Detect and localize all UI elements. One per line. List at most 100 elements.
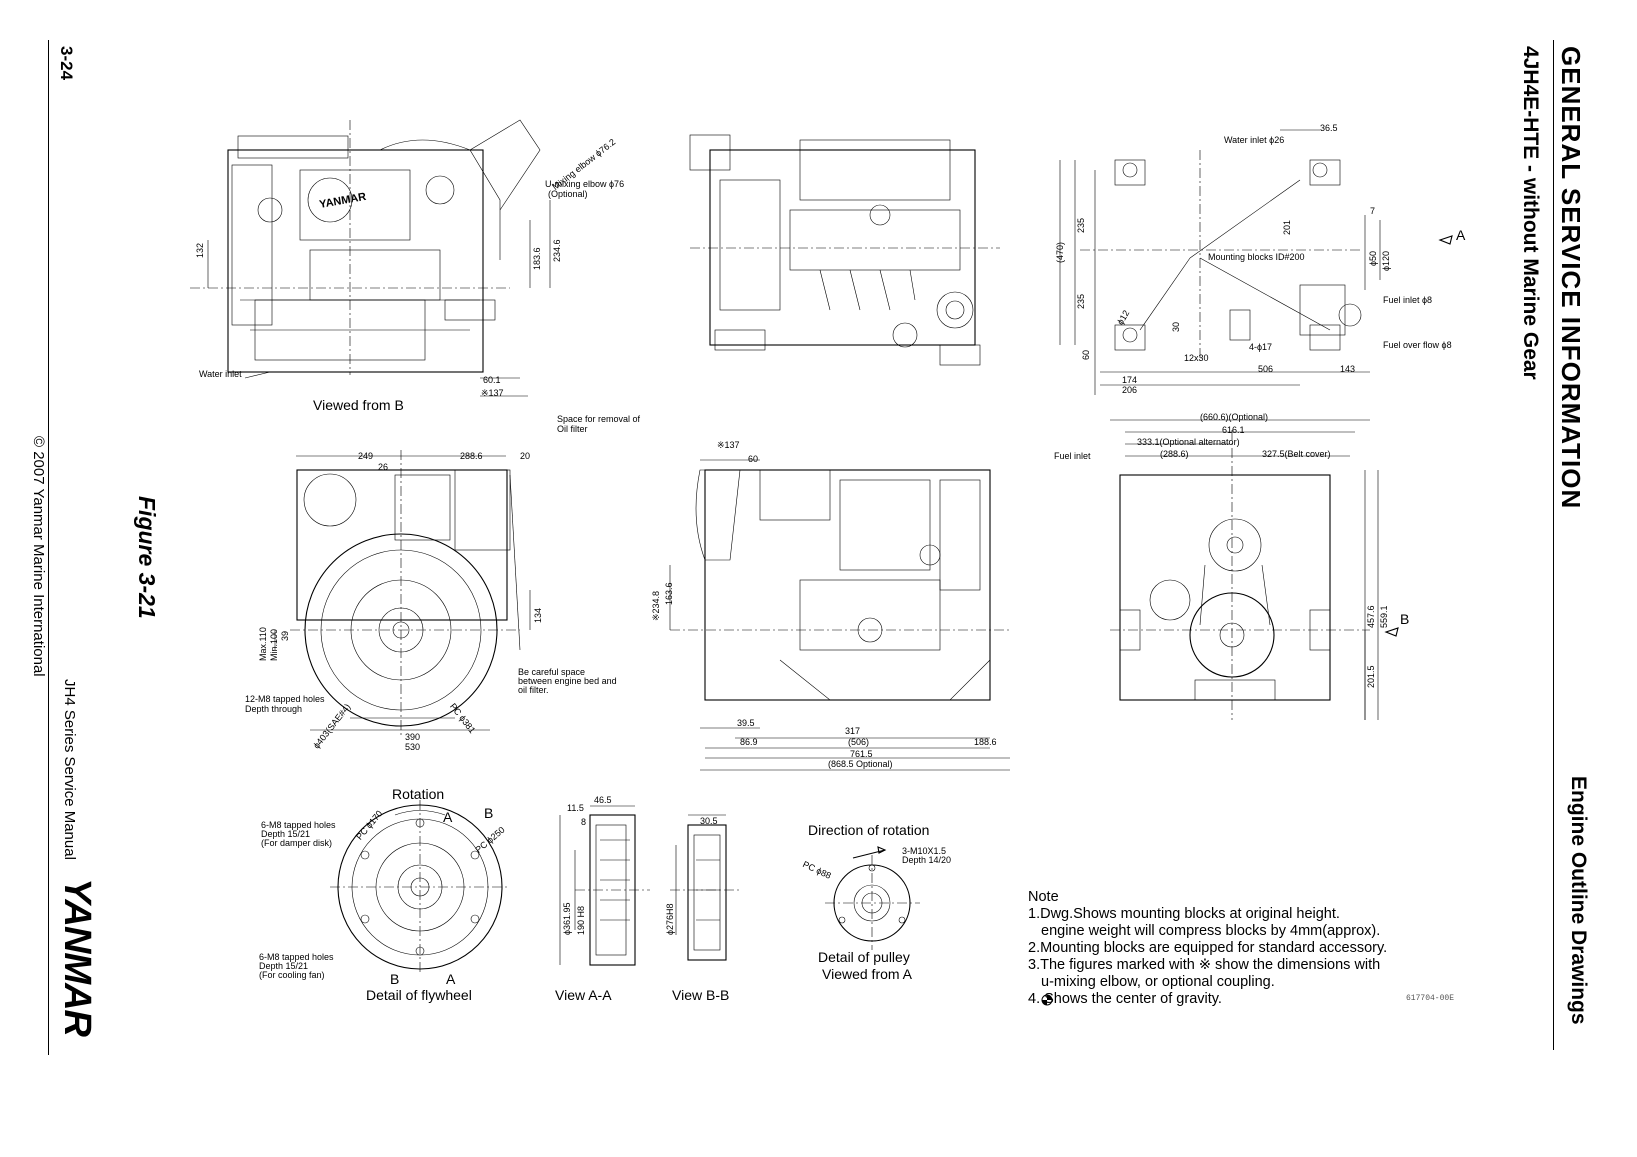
dim-36-5: 36.5 — [1320, 123, 1338, 133]
mark-b-flywheel-bottom: B — [390, 971, 400, 987]
caption-view-aa: View A-A — [555, 987, 612, 1003]
dim-559-1: 559.1 — [1379, 605, 1389, 628]
dim-317: 317 — [845, 726, 861, 736]
mark-a-flywheel-bottom: A — [446, 971, 456, 987]
dim-60: 60 — [748, 454, 759, 464]
pulley-detail-drawing — [825, 846, 920, 950]
label-direction-rotation: Direction of rotation — [808, 822, 930, 838]
view-aa-drawing — [559, 805, 650, 966]
dim-206: 206 — [1122, 385, 1138, 395]
dim-288-6p: (288.6) — [1160, 449, 1189, 459]
label-careful-2: between engine bed and — [518, 676, 617, 686]
flywheel-end-view-drawing — [274, 450, 531, 735]
notes-heading: Note — [1028, 889, 1059, 905]
center-side-view-drawing — [669, 459, 1010, 771]
mounting-layout-drawing — [1059, 129, 1453, 395]
dim-phi276: ϕ276H8 — [665, 903, 675, 935]
caption-detail-flywheel: Detail of flywheel — [366, 987, 472, 1003]
label-careful-3: oil filter. — [518, 685, 549, 695]
dim-235a: 235 — [1076, 217, 1086, 233]
dim-132: 132 — [195, 242, 205, 258]
label-water-inlet-top: Water inlet ϕ26 — [1224, 135, 1285, 145]
dim-201: 201 — [1282, 219, 1292, 235]
label-max-110: Max.110 — [258, 627, 268, 661]
dim-26: 26 — [378, 462, 389, 472]
dim-86-9: 86.9 — [740, 737, 758, 747]
caption-viewed-from-b: Viewed from B — [313, 397, 404, 413]
dim-11-5: 11.5 — [567, 803, 584, 813]
label-space-removal-2: Oil filter — [557, 424, 588, 434]
center-of-gravity-icon — [1041, 994, 1053, 1006]
dim-190-h8: 190 H8 — [576, 905, 586, 935]
dim-39-5: 39.5 — [737, 718, 755, 728]
note-3b: u-mixing elbow, or optional coupling. — [1041, 974, 1275, 990]
label-fuel-inlet-8: Fuel inlet ϕ8 — [1383, 295, 1433, 305]
mark-a-flywheel-top: A — [443, 809, 453, 825]
dim-143: 143 — [1340, 364, 1356, 374]
label-m8-holes-2: Depth through — [245, 704, 303, 714]
dim-288-6: 288.6 — [460, 451, 483, 461]
caption-detail-pulley: Detail of pulley — [818, 949, 910, 965]
svg-text:YANMAR: YANMAR — [318, 191, 367, 211]
note-2: 2.Mounting blocks are equipped for stand… — [1028, 940, 1388, 956]
dim-60c: 60 — [1081, 349, 1091, 360]
dim-137: ※137 — [481, 388, 504, 398]
dim-8: 8 — [581, 817, 587, 827]
label-m8-holes-1: 12-M8 tapped holes — [245, 694, 325, 704]
dim-234-6: 234.6 — [552, 239, 562, 262]
dim-506-paren: (506) — [848, 737, 870, 747]
label-optional-alternator: 333.1(Optional alternator) — [1137, 437, 1240, 447]
dim-616-1: 616.1 — [1222, 425, 1245, 435]
note-1b: engine weight will compress blocks by 4m… — [1041, 923, 1381, 939]
top-view-drawing — [689, 134, 1000, 366]
notes-block: Note 1.Dwg.Shows mounting blocks at orig… — [1028, 889, 1387, 1008]
dim-20: 20 — [520, 451, 531, 461]
mark-b: B — [1400, 611, 1410, 627]
note-3a: 3.The figures marked with ※ show the dim… — [1028, 957, 1381, 973]
front-end-view-drawing — [1110, 419, 1399, 720]
caption-view-bb: View B-B — [672, 987, 730, 1003]
dim-163-6: 163.6 — [664, 582, 674, 605]
label-fan-2: Depth 15/21 — [259, 961, 309, 971]
mark-b-flywheel-top: B — [484, 805, 494, 821]
dim-phi120: ϕ120 — [1381, 250, 1391, 271]
label-fuel-inlet: Fuel inlet — [1054, 451, 1091, 461]
caption-viewed-from-a: Viewed from A — [822, 966, 913, 982]
note-1a: 1.Dwg.Shows mounting blocks at original … — [1028, 906, 1340, 922]
label-rotation: Rotation — [392, 786, 445, 802]
dim-60-1: 60.1 — [483, 375, 501, 385]
label-damper-1: 6-M8 tapped holes — [261, 820, 336, 830]
view-from-b-drawing: YANMAR — [190, 119, 551, 397]
label-fan-3: (For cooling fan) — [259, 970, 325, 980]
label-careful-1: Be careful space — [518, 667, 586, 677]
label-fan-1: 6-M8 tapped holes — [259, 952, 334, 962]
dim-201-5: 201.5 — [1366, 665, 1376, 688]
dim-134: 134 — [533, 607, 543, 623]
dim-188-6: 188.6 — [974, 737, 997, 747]
dim-470: (470) — [1055, 241, 1065, 263]
dim-30-5: 30.5 — [700, 816, 718, 826]
dim-30: 30 — [1171, 321, 1181, 332]
footer-rule — [48, 40, 49, 1055]
label-fuel-overflow: Fuel over flow ϕ8 — [1383, 340, 1452, 350]
dim-46-5: 46.5 — [594, 795, 612, 805]
dim-761-5: 761.5 — [850, 749, 873, 759]
label-damper-2: Depth 15/21 — [261, 829, 311, 839]
dim-39: 39 — [280, 630, 290, 641]
dim-235b: 235 — [1076, 293, 1086, 309]
dim-137b: ※137 — [717, 440, 740, 450]
mark-a: A — [1456, 227, 1466, 243]
label-m10-2: Depth 14/20 — [902, 855, 952, 865]
dim-457-6: 457.6 — [1366, 605, 1376, 628]
label-holes-17: 4-ϕ17 — [1249, 342, 1273, 352]
note-4: 4. Shows the center of gravity. — [1028, 991, 1222, 1007]
dim-7: 7 — [1370, 206, 1376, 216]
dim-530: 530 — [405, 742, 421, 752]
label-m10-1: 3-M10X1.5 — [902, 846, 947, 856]
dim-234-8: ※234.8 — [651, 590, 661, 621]
doc-code: 617704-00E — [1406, 994, 1455, 1003]
label-mounting-blocks: Mounting blocks ID#200 — [1208, 252, 1305, 262]
section-title-rule — [1553, 40, 1554, 1050]
dim-390: 390 — [405, 732, 421, 742]
